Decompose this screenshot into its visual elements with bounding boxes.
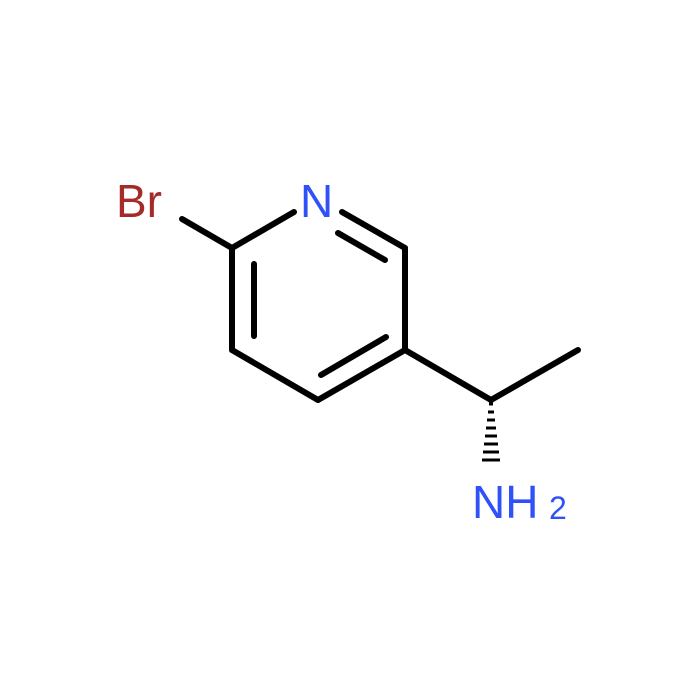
amine-label: NH	[472, 476, 538, 528]
bond-c4-c5	[315, 347, 408, 403]
bond-c6-n1	[339, 209, 408, 251]
amine-subscript: 2	[549, 490, 567, 526]
bond-n1-c2	[229, 209, 297, 251]
bond-c2-br	[179, 216, 235, 251]
bond-c3-c4	[229, 347, 321, 403]
ring-nitrogen-label: N	[300, 175, 333, 227]
bond-c6-n1-inner	[335, 230, 388, 263]
bromine-label: Br	[116, 175, 162, 227]
bond-ca-methyl	[488, 347, 581, 403]
bond-c4-c5-inner	[318, 334, 389, 378]
stereo-hashed-wedge	[482, 402, 500, 462]
bond-c5-ca	[402, 347, 494, 403]
